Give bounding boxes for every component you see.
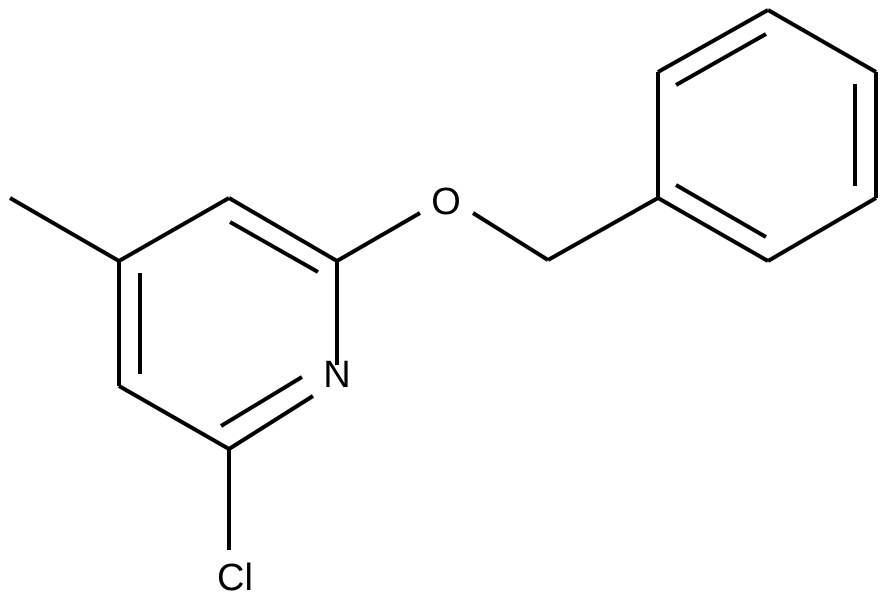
bond-c5-c6 xyxy=(227,196,339,263)
bond-c4-c5 xyxy=(118,196,230,263)
bond-ch2-phenyl xyxy=(547,196,659,262)
bond-c6-o xyxy=(335,211,422,263)
atom-label-chlorine: Cl xyxy=(217,557,253,598)
bond-b2-b3-inner xyxy=(675,32,767,87)
bond-b2-b3 xyxy=(657,8,769,74)
bond-methyl xyxy=(8,196,121,263)
bond-n1-c2 xyxy=(227,394,315,451)
pyridine-ring xyxy=(117,196,339,451)
bond-n1-c2-inner xyxy=(219,375,304,428)
atom-label-oxygen: O xyxy=(431,181,461,223)
atom-label-nitrogen: N xyxy=(323,354,350,396)
bond-b5-b6 xyxy=(766,196,878,263)
bond-b3-b4 xyxy=(767,8,877,74)
benzene-ring xyxy=(656,8,878,263)
bond-o-ch2 xyxy=(471,211,550,262)
bond-b6-b1 xyxy=(657,196,769,263)
bond-c2-c3 xyxy=(118,384,230,451)
bond-b6-b1-inner xyxy=(674,183,768,239)
bond-c5-c6-inner xyxy=(229,220,319,274)
